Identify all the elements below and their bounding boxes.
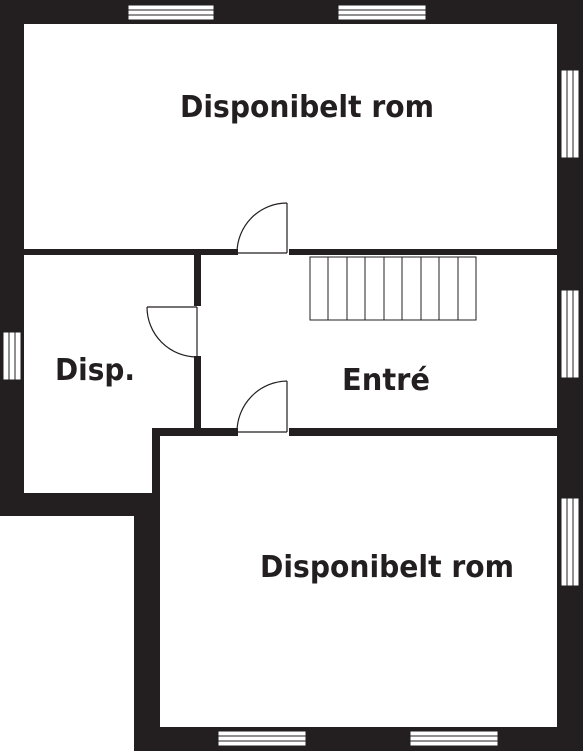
top-room-label: Disponibelt rom — [180, 90, 434, 125]
windows — [2, 4, 580, 747]
entrance-label: Entré — [342, 363, 430, 398]
window-right-middle — [560, 289, 580, 379]
window-bottom-right — [409, 730, 499, 747]
wall-bottom — [134, 727, 583, 751]
wall-top — [0, 0, 583, 24]
wall-upper-divider-right — [289, 249, 557, 255]
door-upper — [236, 202, 288, 254]
window-bottom-left — [217, 730, 307, 747]
wall-step-horizontal — [0, 493, 160, 516]
wall-left — [0, 0, 24, 516]
window-top-right — [337, 4, 427, 21]
door-disp — [146, 306, 198, 358]
wall-disp-vertical-upper — [194, 255, 201, 306]
window-left — [2, 331, 22, 381]
window-right-lower — [560, 497, 580, 587]
small-room-label: Disp. — [55, 353, 135, 388]
wall-upper-divider-left — [24, 249, 238, 255]
wall-lower-corner — [152, 428, 160, 498]
door-lower — [236, 380, 288, 433]
window-top-left — [127, 4, 215, 21]
staircase — [309, 256, 477, 321]
bottom-room-label: Disponibelt rom — [260, 550, 514, 585]
wall-disp-vertical-lower — [194, 356, 201, 434]
wall-lower-divider-left — [152, 428, 238, 436]
wall-lower-divider-right — [289, 428, 557, 436]
interior-walls — [24, 249, 557, 498]
wall-step-vertical — [134, 493, 160, 751]
window-right-upper — [560, 69, 580, 159]
doors — [146, 202, 288, 433]
